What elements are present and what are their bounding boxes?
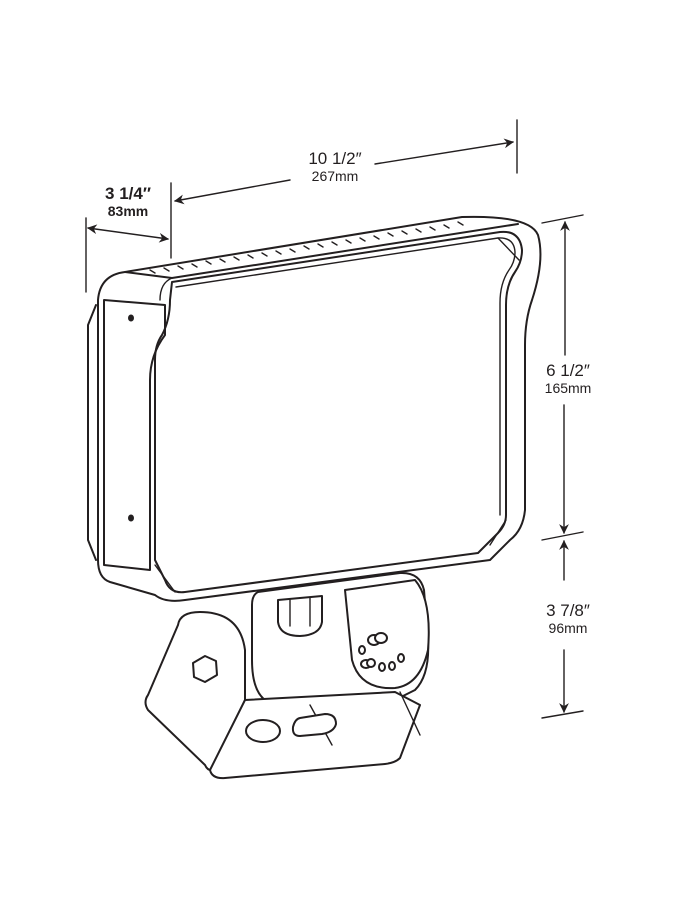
dimension-width xyxy=(170,119,518,259)
vent-slots xyxy=(149,221,464,274)
width-dimension-label: 10 1/2″ 267mm xyxy=(290,150,380,183)
mounting-bracket xyxy=(144,571,430,780)
depth-dimension-label: 3 1/4″ 83mm xyxy=(88,185,168,218)
bracket-height-imperial: 3 7/8″ xyxy=(546,601,590,620)
fixture-housing xyxy=(87,215,542,602)
height-imperial: 6 1/2″ xyxy=(546,361,590,380)
dimension-depth xyxy=(85,217,169,293)
bracket-height-metric: 96mm xyxy=(548,620,588,636)
depth-metric: 83mm xyxy=(107,203,149,219)
dimension-bracket-height xyxy=(541,540,584,719)
height-dimension-label: 6 1/2″ 165mm xyxy=(528,362,608,395)
dimension-height xyxy=(541,214,584,541)
height-metric: 165mm xyxy=(544,380,592,396)
adjustment-holes xyxy=(358,632,405,672)
bracket-height-dimension-label: 3 7/8″ 96mm xyxy=(528,602,608,635)
depth-imperial: 3 1/4″ xyxy=(105,184,151,203)
width-imperial: 10 1/2″ xyxy=(308,149,362,168)
width-metric: 267mm xyxy=(311,168,359,184)
